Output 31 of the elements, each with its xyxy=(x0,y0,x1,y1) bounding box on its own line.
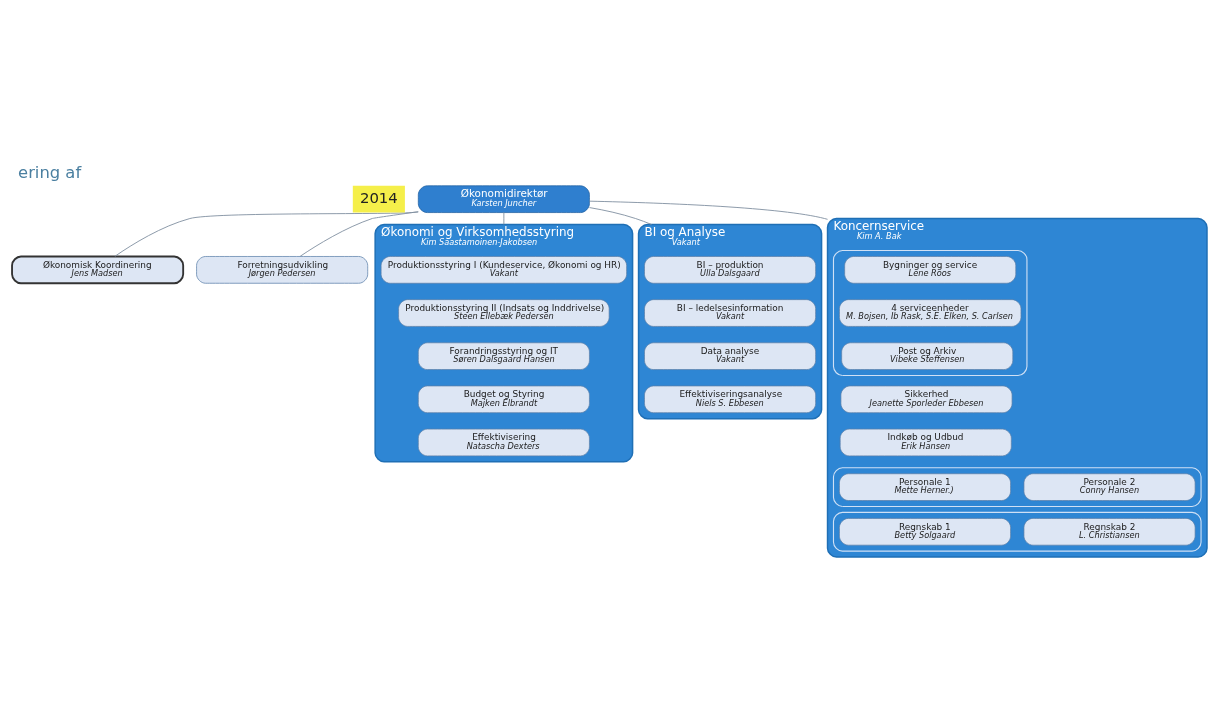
node-box: Forretningsudvikling Jørgen Pedersen xyxy=(196,255,369,284)
node-box: Bygninger og service Lene Roos xyxy=(844,255,1017,284)
node-box: Produktionsstyring II (Indsats og Inddrivelse) Steen Ellebæk Pedersen xyxy=(398,298,610,327)
node-box: Sikkerhed Jeanette Sporleder Ebbesen xyxy=(840,385,1013,413)
node-box: Data analyse Vakant xyxy=(644,341,816,370)
node-box: BI – ledelsesinformation Vakant xyxy=(644,298,816,327)
node-box: Effektiviseringsanalyse Niels S. Ebbesen xyxy=(644,385,816,413)
label: 2014 xyxy=(359,188,398,207)
node-box: Effektivisering Natascha Dexters xyxy=(417,428,590,456)
node-box: Økonomisk Koordinering Jens Madsen xyxy=(11,255,185,284)
node-box: Personale 1 Mette Herner.) xyxy=(839,472,1011,501)
node-box: Indkøb og Udbud Erik Hansen xyxy=(839,428,1012,456)
node-box: 4 serviceenheder M. Bojsen, Ib Rask, S.E. Elken, S. Carlsen xyxy=(839,298,1022,327)
diagram-title: ering af xyxy=(18,162,82,182)
node-box: Regnskab 2 L. Christiansen xyxy=(1023,517,1196,546)
node-box: BI – produktion Ulla Dalsgaard xyxy=(644,255,816,284)
node-box: Økonomidirektør Karsten Juncher xyxy=(417,184,590,213)
node-box: Budget og Styring Majken Elbrandt xyxy=(417,385,590,413)
connector xyxy=(589,206,652,225)
node-box: Regnskab 1 Betty Solgaard xyxy=(839,517,1011,546)
cluster xyxy=(832,466,1202,507)
cluster xyxy=(832,249,1028,376)
node-box: Post og Arkiv Vibeke Steffensen xyxy=(841,341,1014,370)
connector xyxy=(503,211,505,225)
node-box: Personale 2 Conny Hansen xyxy=(1023,472,1196,501)
connector xyxy=(114,211,419,257)
cluster xyxy=(832,511,1202,552)
node-box: Produktionsstyring I (Kundeservice, Økonomi og HR) Vakant xyxy=(380,255,627,284)
connector xyxy=(589,200,828,220)
node-box: Forandringsstyring og IT Søren Dalsgaard Hansen xyxy=(417,341,590,370)
connector xyxy=(299,210,419,257)
